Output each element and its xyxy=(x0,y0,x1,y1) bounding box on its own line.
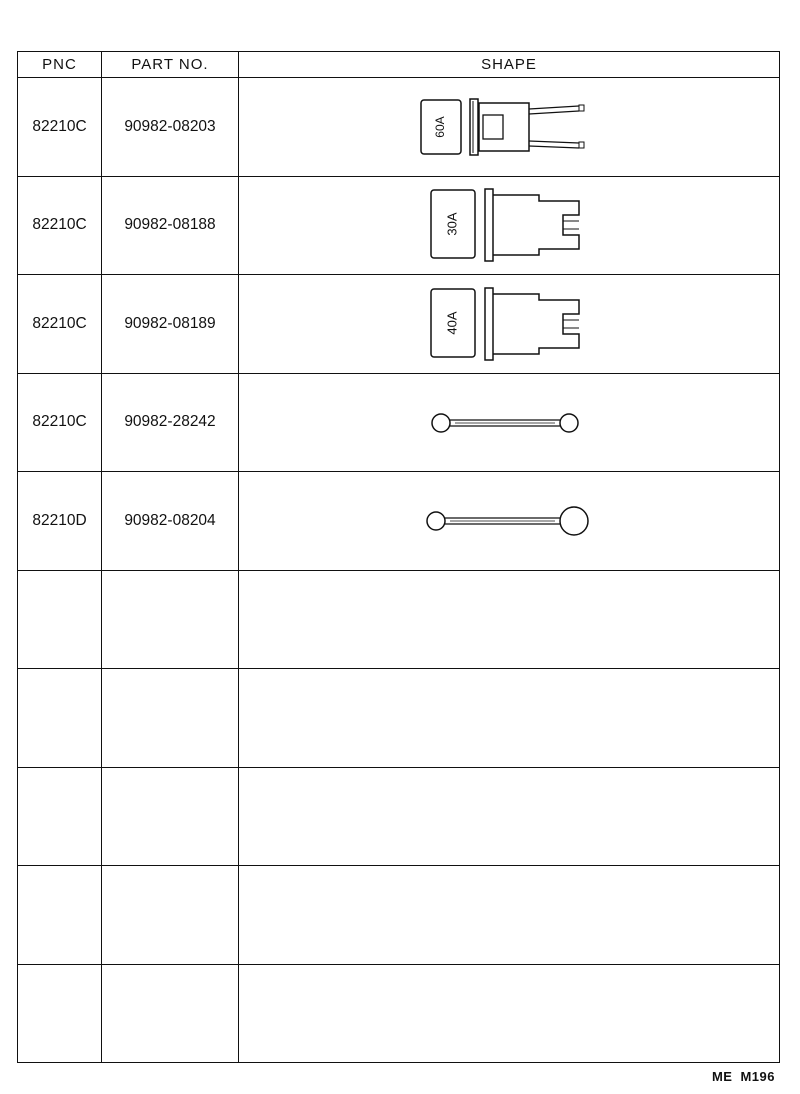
part-no-cell: 90982-08204 xyxy=(101,471,239,571)
part-no-cell xyxy=(101,569,239,669)
pnc-cell xyxy=(17,569,102,669)
shape-cell xyxy=(238,668,780,768)
pnc-cell xyxy=(17,766,102,866)
fuse-rating-label: 40A xyxy=(444,311,459,334)
pnc-cell xyxy=(17,865,102,965)
table-row: 82210C 90982-08189 40A xyxy=(17,274,780,374)
shape-cell xyxy=(238,471,780,571)
parts-sheet: PNC PART NO. SHAPE 82210C 90982-08203 60… xyxy=(17,51,780,1063)
fuse-60a-icon: 60A xyxy=(420,98,585,156)
shape-cell: 60A xyxy=(238,77,780,177)
table-row xyxy=(17,569,780,669)
pnc-cell xyxy=(17,668,102,768)
fuse-rating-label: 30A xyxy=(444,212,459,235)
fusible-link-icon xyxy=(431,413,579,433)
pnc-cell xyxy=(17,963,102,1063)
shape-cell xyxy=(238,865,780,965)
part-no-cell xyxy=(101,865,239,965)
shape-cell xyxy=(238,569,780,669)
fuse-30a-icon: 30A xyxy=(430,188,580,262)
table-row xyxy=(17,865,780,965)
part-no-cell xyxy=(101,766,239,866)
part-no-cell: 90982-08189 xyxy=(101,274,239,374)
part-no-cell xyxy=(101,963,239,1063)
part-no-cell: 90982-08203 xyxy=(101,77,239,177)
shape-cell: 40A xyxy=(238,274,780,374)
page-code-left: ME xyxy=(711,1069,733,1084)
fuse-rating-label: 60A xyxy=(433,116,447,137)
shape-cell xyxy=(238,963,780,1063)
table-row xyxy=(17,668,780,768)
pnc-cell: 82210D xyxy=(17,471,102,571)
table-row: 82210D 90982-08204 xyxy=(17,471,780,571)
shape-cell xyxy=(238,372,780,472)
shape-cell: 30A xyxy=(238,175,780,275)
pnc-cell: 82210C xyxy=(17,175,102,275)
page-code: ME M196 xyxy=(712,1069,775,1084)
header-shape: SHAPE xyxy=(238,51,780,78)
table-row: 82210C 90982-28242 xyxy=(17,372,780,472)
shape-cell xyxy=(238,766,780,866)
header-part-no: PART NO. xyxy=(101,51,239,78)
header-pnc: PNC xyxy=(17,51,102,78)
pnc-cell: 82210C xyxy=(17,274,102,374)
table-row: 82210C 90982-08188 30A xyxy=(17,175,780,275)
part-no-cell: 90982-28242 xyxy=(101,372,239,472)
table-row: 82210C 90982-08203 60A xyxy=(17,77,780,177)
parts-table: PNC PART NO. SHAPE 82210C 90982-08203 60… xyxy=(17,51,780,1063)
table-header-row: PNC PART NO. SHAPE xyxy=(17,51,780,78)
fuse-40a-icon: 40A xyxy=(430,287,580,361)
part-no-cell xyxy=(101,668,239,768)
table-row xyxy=(17,963,780,1063)
part-no-cell: 90982-08188 xyxy=(101,175,239,275)
table-row xyxy=(17,766,780,866)
pnc-cell: 82210C xyxy=(17,372,102,472)
fusible-link-large-end-icon xyxy=(426,506,589,536)
pnc-cell: 82210C xyxy=(17,77,102,177)
page-code-right: M196 xyxy=(740,1069,775,1084)
